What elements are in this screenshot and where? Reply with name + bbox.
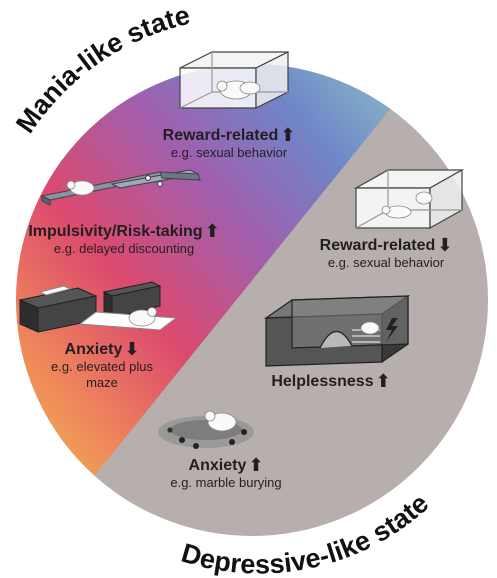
arrow-up-icon: ⬆ [204,221,220,241]
depressive-anxiety-example: e.g. marble burying [170,475,282,490]
mania-reward-title: Reward-related [162,127,279,144]
arrow-up-icon: ⬆ [248,455,264,475]
rat-icon [204,410,237,432]
mania-anxiety-example-1: e.g. elevated plus [51,359,153,374]
mania-anxiety-example-2: maze [86,375,118,390]
depressive-reward-label: Reward-related⬇ e.g. sexual behavior [306,236,466,271]
arrow-up-icon: ⬆ [280,125,296,145]
arrow-down-icon: ⬇ [437,235,453,255]
mania-anxiety-title: Anxiety [64,341,123,358]
mania-reward-label: Reward-related⬆ e.g. sexual behavior [150,126,308,161]
mania-impulsivity-label: Impulsivity/Risk-taking⬆ e.g. delayed di… [4,222,244,257]
rat-icon [360,321,380,335]
mania-impulsivity-example: e.g. delayed discounting [53,241,195,256]
cage-illustration-depressive [353,168,465,230]
mania-impulsivity-title: Impulsivity/Risk-taking [28,223,203,240]
shuttle-box-illustration [263,294,411,367]
rat-icon [216,80,261,100]
mania-anxiety-label: Anxiety⬇ e.g. elevated plus maze [42,340,162,391]
mania-reward-example: e.g. sexual behavior [170,145,288,160]
depressive-reward-example: e.g. sexual behavior [327,255,445,270]
rat-icon [381,191,433,219]
rat-icon [128,307,157,327]
depressive-helplessness-title: Helplessness [271,373,374,390]
arrow-up-icon: ⬆ [375,371,391,391]
depressive-anxiety-title: Anxiety [188,457,247,474]
depressive-helplessness-label: Helplessness⬆ [256,372,406,391]
rat-icon [66,180,95,196]
lightning-icon [386,318,398,342]
elevated-plus-maze-illustration [18,281,178,333]
arrow-down-icon: ⬇ [124,339,140,359]
depressive-reward-title: Reward-related [319,237,436,254]
depressive-anxiety-label: Anxiety⬆ e.g. marble burying [150,456,302,491]
cage-illustration-mania [179,51,289,109]
